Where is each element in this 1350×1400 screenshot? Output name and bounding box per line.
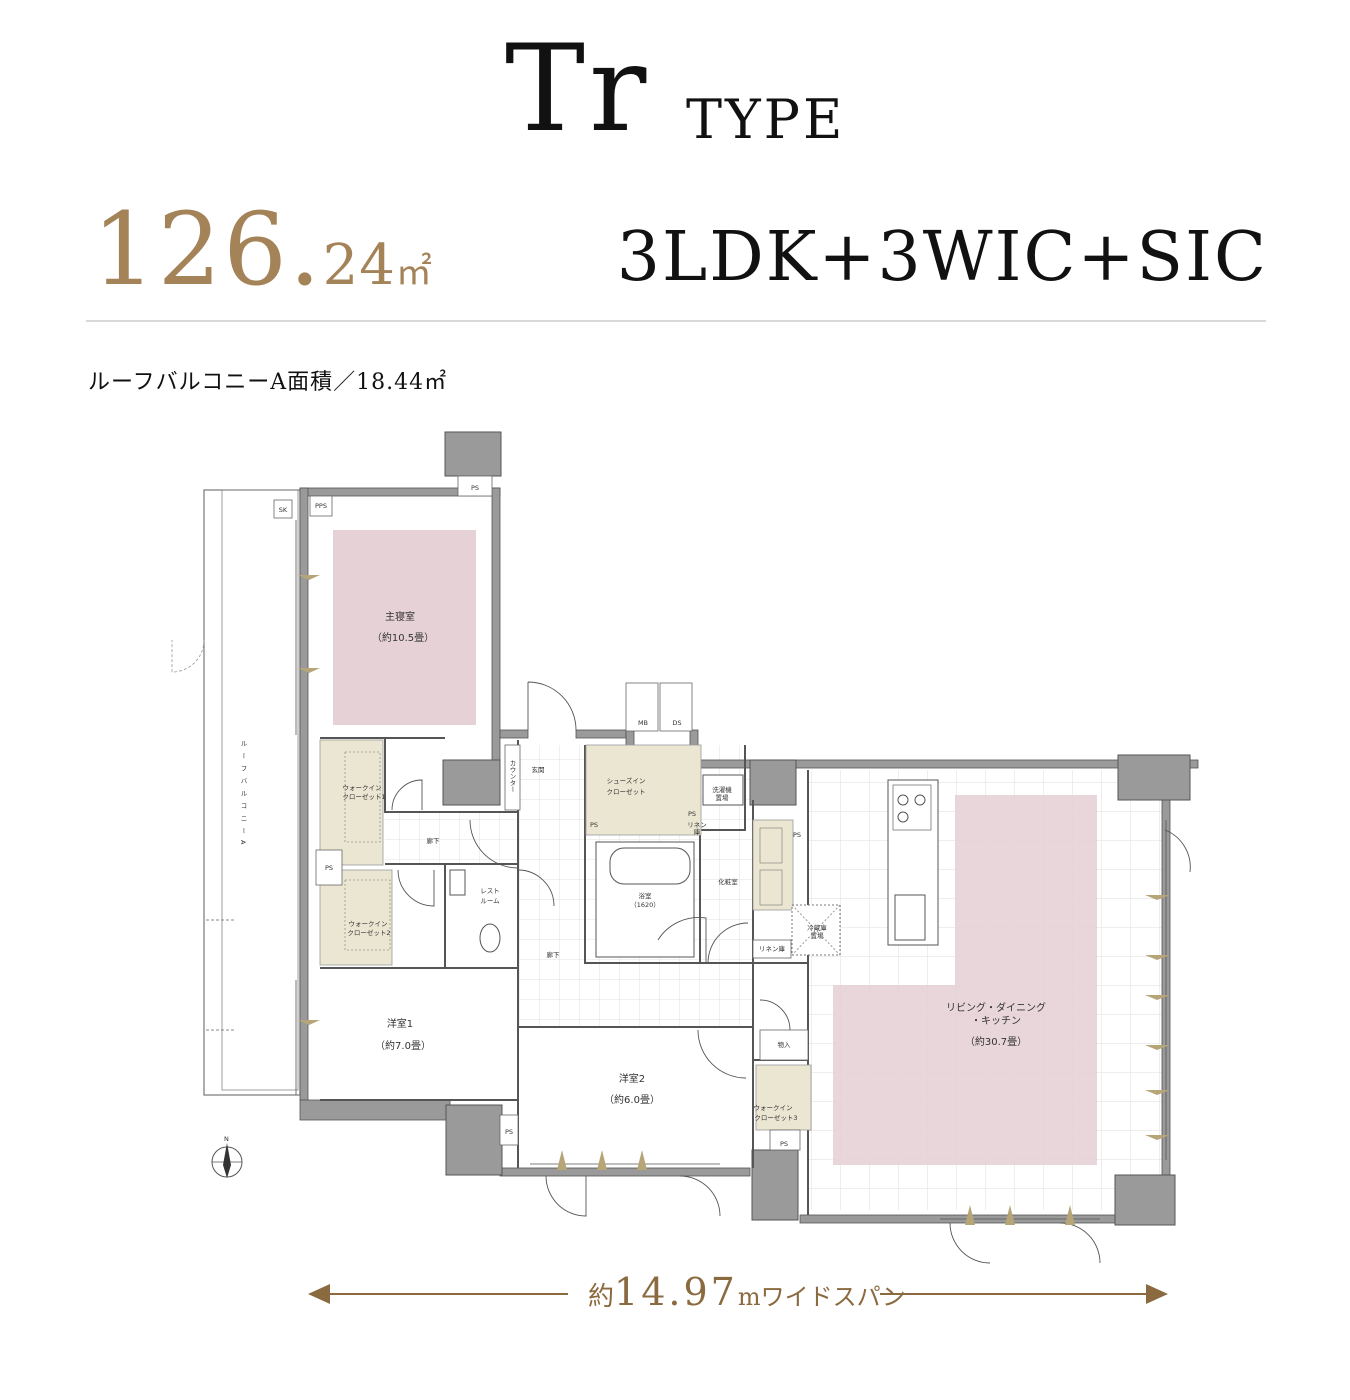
- label-linen: リネン庫: [759, 944, 786, 953]
- area-unit: ㎡: [395, 252, 432, 293]
- label-washer: 洗濯機: [712, 785, 732, 794]
- label-master-bedroom-size: （約10.5畳）: [372, 631, 434, 644]
- label-mb: MB: [638, 719, 648, 727]
- label-bath-size: （1620）: [630, 901, 660, 909]
- roof-balcony-area: ルーフバルコニーA面積／18.44㎡: [88, 370, 448, 395]
- label-counter: カウンター: [508, 760, 516, 793]
- ldk-area: [833, 795, 1097, 1165]
- area-integer: 126.: [92, 191, 323, 308]
- label-powder-room: 化粧室: [718, 877, 738, 886]
- label-ps-left: PS: [325, 864, 333, 872]
- label-wic1: ウォークイン: [343, 784, 382, 792]
- label-linen-small: リネン: [687, 821, 707, 829]
- label-ps-kitchen: PS: [793, 831, 801, 839]
- label-pps: PPS: [315, 502, 327, 510]
- svg-text:クローゼット3: クローゼット3: [754, 1113, 797, 1122]
- label-roof-balcony: ルーフバルコニーA: [239, 740, 247, 850]
- area-value: 126.24㎡: [92, 195, 432, 305]
- label-ps-mid: PS: [590, 821, 598, 829]
- label-shoes-closet: シューズイン: [607, 776, 646, 785]
- label-corridor-2: 廊下: [547, 950, 561, 959]
- structural-columns: [442, 431, 1191, 1226]
- label-storage: 物入: [778, 1040, 792, 1049]
- roof-balcony: [171, 489, 301, 1096]
- label-western-2-size: （約6.0畳）: [604, 1093, 660, 1106]
- width-span-label: 約14.97mワイドスパン: [588, 1270, 906, 1314]
- label-western-1-size: （約7.0畳）: [375, 1039, 431, 1052]
- kitchen-counter: [791, 779, 939, 956]
- label-western-1: 洋室1: [387, 1017, 413, 1030]
- svg-text:N: N: [224, 1135, 229, 1143]
- layout-code: 3LDK+3WIC+SIC: [616, 218, 1268, 297]
- label-ps-small: PS: [688, 810, 696, 818]
- bath-fixtures: [449, 774, 744, 958]
- vent-markers: [298, 575, 1170, 1225]
- label-fridge: 冷蔵庫: [807, 923, 827, 932]
- label-wic2: ウォークイン: [349, 920, 388, 928]
- label-ps-bottom: PS: [505, 1128, 513, 1136]
- svg-text:庫: 庫: [694, 827, 701, 836]
- master-bedroom-area: [333, 530, 476, 725]
- area-decimal: 24: [322, 233, 396, 298]
- balcony-door-swing: [171, 639, 205, 673]
- label-ps-wic3: PS: [780, 1140, 788, 1148]
- label-ps-top: PS: [471, 484, 479, 492]
- closets: [319, 739, 812, 1131]
- type-name: Tr: [505, 20, 651, 159]
- type-label: TYPE: [686, 88, 846, 151]
- label-ldk: リビング・ダイニング: [946, 1001, 1046, 1014]
- utility-spaces: [309, 475, 809, 1151]
- svg-text:クローゼット: クローゼット: [607, 787, 646, 796]
- svg-text:ルーム: ルーム: [480, 897, 500, 905]
- label-ldk-size: （約30.7畳）: [965, 1035, 1027, 1048]
- label-sk: SK: [279, 506, 288, 514]
- label-bath: 浴室: [639, 891, 653, 900]
- label-ds: DS: [672, 719, 681, 727]
- label-restroom: レスト: [480, 887, 500, 895]
- label-master-bedroom: 主寝室: [385, 610, 415, 623]
- label-entrance: 玄関: [532, 765, 545, 774]
- svg-text:置場: 置場: [716, 793, 730, 802]
- svg-text:クローゼット2: クローゼット2: [347, 928, 390, 937]
- north-compass-icon: N: [211, 1135, 243, 1178]
- label-wic3: ウォークイン: [754, 1104, 793, 1112]
- header-divider: [86, 320, 1266, 322]
- svg-text:・キッチン: ・キッチン: [971, 1015, 1021, 1027]
- label-western-2: 洋室2: [619, 1072, 645, 1085]
- svg-text:クローゼット1: クローゼット1: [342, 792, 385, 801]
- label-corridor-1: 廊下: [427, 836, 441, 845]
- svg-text:置場: 置場: [811, 931, 825, 940]
- span-dimension-arrow: [308, 1284, 1168, 1304]
